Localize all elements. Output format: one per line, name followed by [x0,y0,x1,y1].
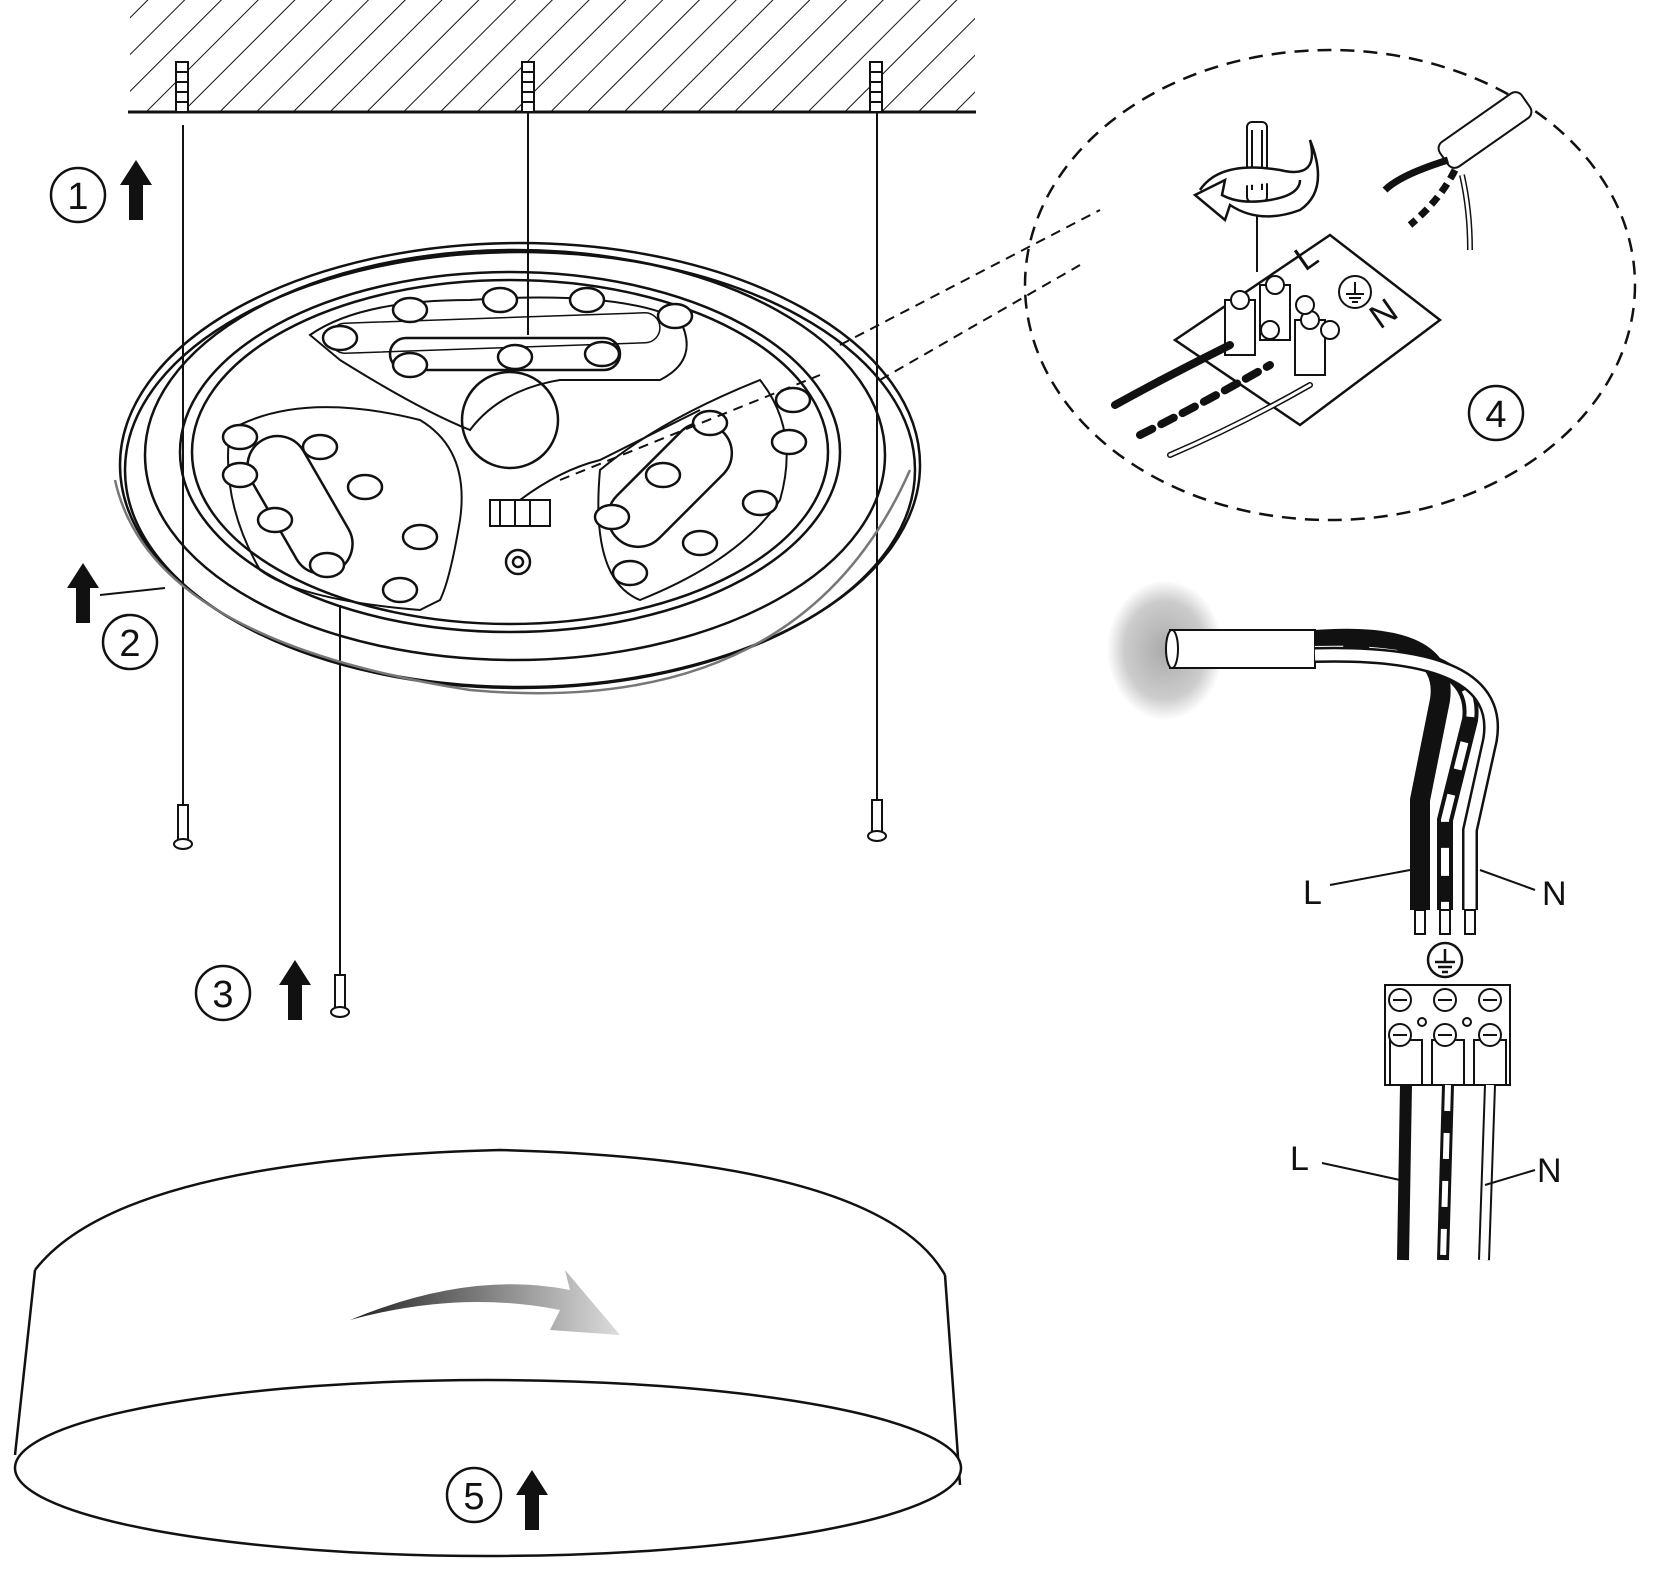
lower-neutral-label: N [1537,1152,1562,1190]
step-2: 2 [67,563,166,671]
mounting-plate [113,241,922,695]
step-1: 1 [49,160,152,224]
screw [173,799,887,1018]
rotate-arrow-icon [350,1270,620,1335]
ceiling [128,0,976,114]
mains-cable: L N [1107,580,1567,935]
detail-leader-lines [559,209,1101,481]
upper-neutral-label: N [1542,875,1567,913]
up-arrow-icon [516,1470,548,1530]
step-5-number: 5 [463,1476,484,1518]
rotate-arrow-icon [1192,139,1320,223]
earth-ground-icon [1426,941,1464,979]
step-4-number: 4 [1485,394,1506,436]
lower-live-label: L [1290,1140,1309,1178]
earth-ground-icon [1338,275,1372,309]
screwdriver-icon [1246,121,1268,272]
step-1-number: 1 [67,176,88,218]
wall-plugs [175,61,883,113]
fixture-wires [1321,1084,1536,1261]
led-holes [221,286,812,604]
lamp-shade [13,1148,963,1558]
terminal-block [1384,984,1511,1086]
step-2-number: 2 [119,623,140,665]
up-arrow-icon [120,160,152,220]
plate-connector [489,409,701,527]
up-arrow-icon [279,960,311,1020]
step-3: 3 [194,960,311,1022]
up-arrow-icon [67,563,99,623]
detail-circle: L N 4 [1023,48,1637,522]
upper-live-label: L [1303,874,1322,912]
step-5: 5 [445,1466,548,1530]
step-3-number: 3 [212,974,233,1016]
